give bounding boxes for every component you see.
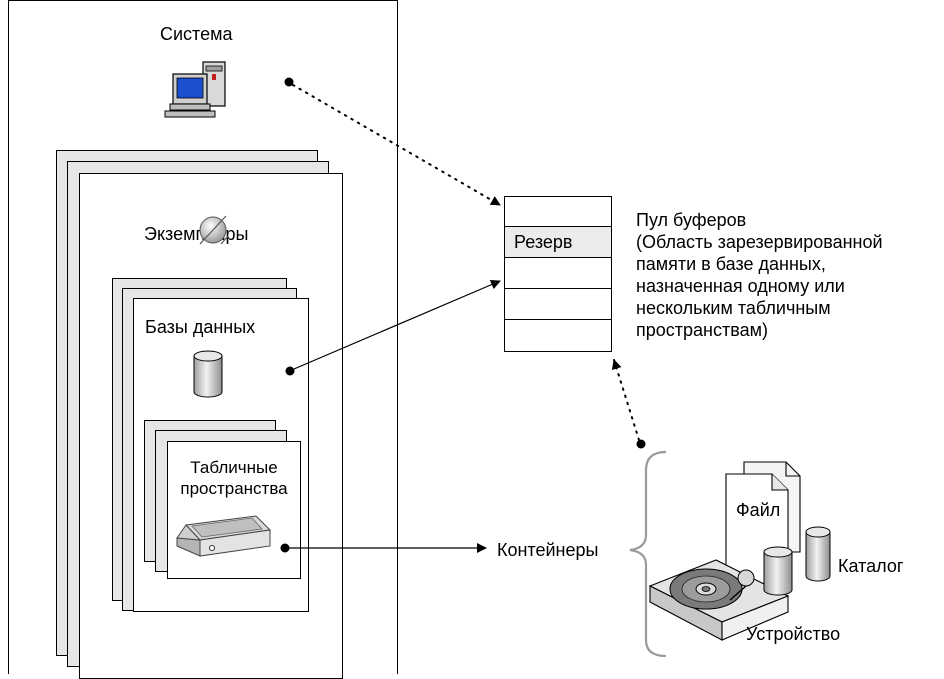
containers-label: Контейнеры [497, 540, 599, 560]
system-to-bufferpool-dotted [292, 84, 501, 206]
bufferpool-row-divider [505, 257, 611, 258]
bufferpool-box [504, 196, 612, 352]
disc-icon [669, 568, 743, 610]
file-label: Файл [736, 500, 781, 520]
bufferpool-desc-line: (Область зарезервированной [636, 232, 883, 252]
system-connector-dot [284, 77, 294, 87]
small-cylinder-icon [763, 546, 793, 596]
databases-label: Базы данных [145, 317, 256, 337]
bufferpool-desc-line: памяти в базе данных, [636, 254, 826, 274]
system-frame [8, 0, 398, 674]
bufferpool-desc-line: Пул буферов [636, 210, 747, 230]
bufferpool-desc-line: нескольким табличным [636, 298, 831, 318]
device-label: Устройство [746, 624, 841, 644]
tablespaces-label-line2: пространства [180, 479, 288, 498]
containers-to-bufferpool-dotted [611, 359, 640, 441]
bufferpool-row-divider [505, 319, 611, 320]
system-label: Система [160, 24, 233, 44]
tablespaces-frame [167, 441, 301, 579]
containers-brace [629, 450, 667, 658]
databases-to-bufferpool-arrow [293, 279, 501, 370]
containers-connector-dot [636, 439, 646, 449]
bufferpool-reserved-row [505, 227, 611, 257]
directory-label: Каталог [838, 556, 904, 576]
tablespaces-connector-dot [280, 543, 290, 553]
bufferpool-desc-line: назначенная одному или [636, 276, 845, 296]
bufferpool-row-divider [505, 226, 611, 227]
read-head-icon [729, 569, 755, 601]
bufferpool-reserved-label: Резерв [514, 232, 573, 252]
directory-cylinder-icon [805, 526, 831, 582]
tablespaces-label-line1: Табличные [190, 458, 278, 477]
bufferpool-row-divider [505, 288, 611, 289]
databases-connector-dot [285, 366, 295, 376]
bufferpool-desc-line: пространствам) [636, 320, 768, 340]
